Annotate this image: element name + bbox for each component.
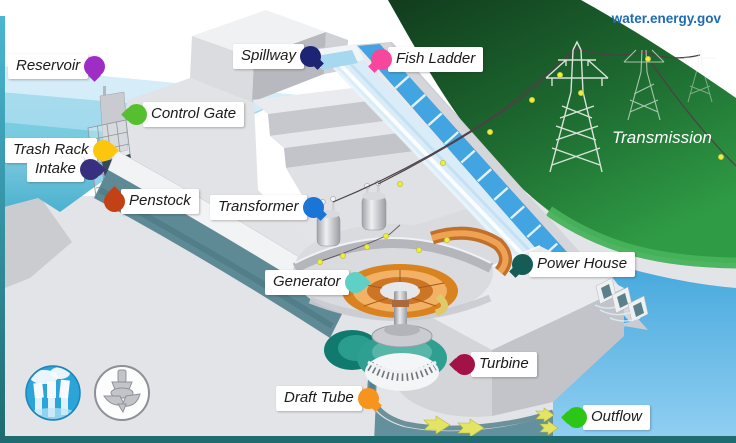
turbine-assembly bbox=[324, 291, 447, 391]
fish-ladder-label-text: Fish Ladder bbox=[388, 47, 484, 72]
trash-rack-marker-dot bbox=[92, 139, 114, 161]
label-turbine: Turbine bbox=[454, 352, 537, 377]
outflow-gates bbox=[594, 277, 649, 323]
transmission-label: Transmission bbox=[612, 128, 712, 147]
power-house-label-text: Power House bbox=[529, 252, 636, 277]
label-intake: Intake bbox=[27, 157, 101, 182]
label-draft-tube: Draft Tube bbox=[276, 386, 379, 411]
turbine-marker-dot bbox=[454, 353, 475, 375]
dam-icon bbox=[28, 367, 78, 419]
penstock-label-text: Penstock bbox=[121, 189, 199, 214]
label-spillway: Spillway bbox=[233, 44, 322, 69]
turbine-label-text: Turbine bbox=[471, 352, 537, 377]
label-power-house: Power House bbox=[512, 252, 636, 277]
control-gate-label-text: Control Gate bbox=[143, 102, 245, 127]
generator-marker-dot bbox=[344, 271, 366, 293]
penstock-marker-dot bbox=[104, 190, 125, 212]
draft-tube-label-text: Draft Tube bbox=[276, 386, 362, 411]
site-link[interactable]: water.energy.gov bbox=[611, 11, 721, 26]
transformer-marker-dot bbox=[302, 196, 324, 218]
intake-label-text: Intake bbox=[27, 157, 84, 182]
label-transformer: Transformer bbox=[210, 195, 324, 220]
outflow-label-text: Outflow bbox=[583, 405, 650, 430]
spillway-marker-dot bbox=[300, 45, 322, 67]
label-generator: Generator bbox=[265, 270, 366, 295]
flow-arrows bbox=[423, 407, 559, 438]
label-fish-ladder: Fish Ladder bbox=[371, 47, 484, 72]
label-control-gate: Control Gate bbox=[126, 102, 245, 127]
control-gate-marker-dot bbox=[126, 103, 147, 125]
label-penstock: Penstock bbox=[104, 189, 199, 214]
left-edge-strip bbox=[0, 16, 5, 443]
reservoir-marker-dot bbox=[84, 55, 106, 77]
power-flow-dots bbox=[316, 56, 725, 265]
transformer-units bbox=[316, 180, 387, 247]
draft-tube-marker-dot bbox=[357, 387, 379, 409]
spillway-label-text: Spillway bbox=[233, 44, 305, 69]
legend-turbine-badge[interactable] bbox=[94, 365, 150, 421]
generator-label-text: Generator bbox=[265, 270, 349, 295]
turbine-icon bbox=[103, 369, 141, 414]
outflow-marker-dot bbox=[566, 406, 587, 428]
bottom-edge-strip bbox=[0, 436, 736, 443]
reservoir-label-text: Reservoir bbox=[8, 54, 89, 79]
legend-dam-badge[interactable] bbox=[25, 365, 81, 422]
power-house-marker-dot bbox=[512, 253, 533, 275]
label-reservoir: Reservoir bbox=[8, 54, 106, 79]
intake-marker-dot bbox=[79, 158, 101, 180]
transformer-label-text: Transformer bbox=[210, 195, 307, 220]
fish-ladder-marker-dot bbox=[371, 48, 392, 70]
label-outflow: Outflow bbox=[566, 405, 650, 430]
